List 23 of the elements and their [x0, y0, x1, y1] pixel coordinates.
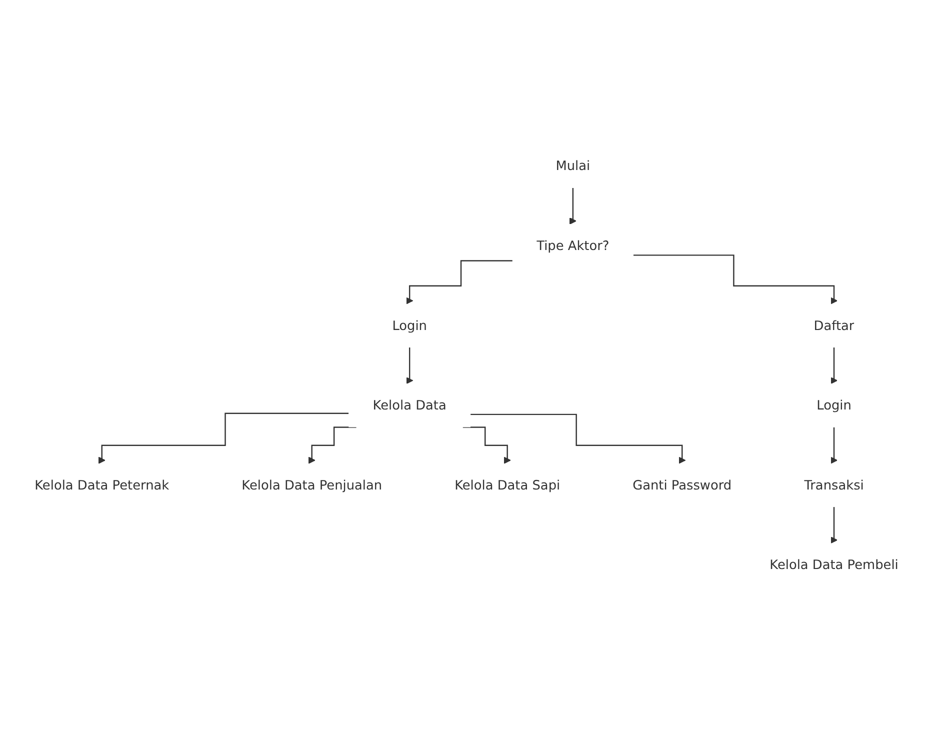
node-text: Tipe Aktor? [536, 238, 610, 254]
arrow [830, 506, 838, 544]
arrow [406, 346, 414, 384]
node-text: Kelola Data Penjualan [242, 477, 382, 492]
arrow [633, 254, 838, 304]
node-text: Login [816, 397, 852, 413]
arrow [830, 426, 838, 464]
arrow [98, 412, 349, 464]
node-text: Kelola Data Sapi [454, 477, 560, 492]
node-text: Transaksi [804, 477, 864, 492]
arrow [406, 260, 512, 304]
arrow [308, 426, 356, 464]
node-text: Daftar [814, 318, 854, 333]
node-text: Kelola Data Peternak [34, 477, 170, 492]
arrow [462, 426, 511, 464]
arrow [569, 187, 576, 224]
node-text: Kelola Data Pembeli [770, 556, 898, 572]
arrow [470, 414, 686, 464]
node-text: Ganti Password [632, 477, 732, 492]
node-text: Kelola Data [372, 397, 446, 413]
arrow [830, 346, 838, 384]
node-text: Login [392, 318, 427, 333]
node-text: Mulai [556, 158, 590, 174]
